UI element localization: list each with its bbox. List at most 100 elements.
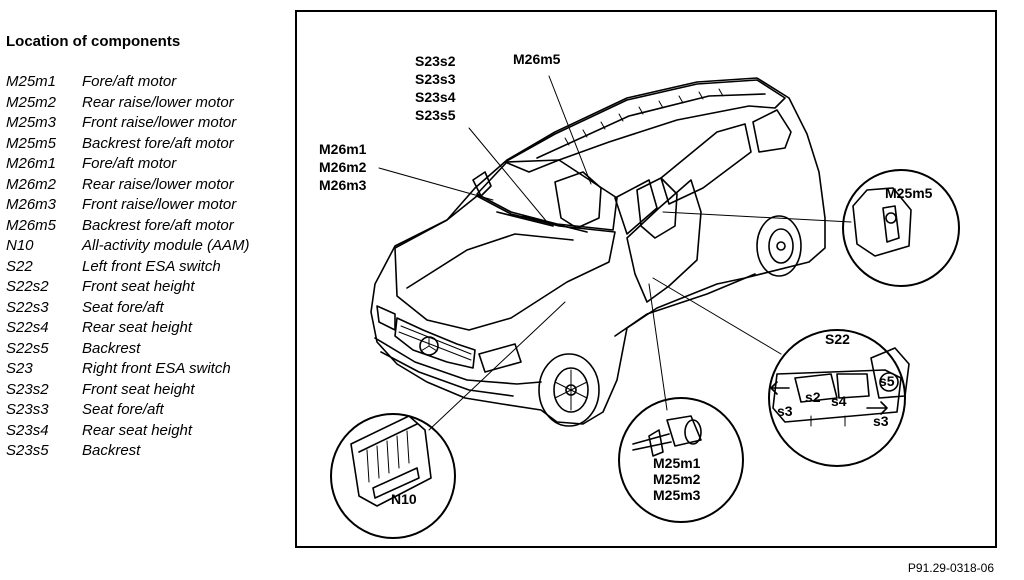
label-n10: N10 bbox=[391, 491, 417, 507]
legend-item: S22 Left front ESA switch bbox=[6, 257, 286, 278]
legend-title: Location of components bbox=[6, 33, 181, 50]
legend-item: S23s3 Seat fore/aft bbox=[6, 400, 286, 421]
legend-item-description: Rear seat height bbox=[82, 319, 193, 336]
legend-item-description: Rear raise/lower motor bbox=[82, 175, 234, 193]
label-m26m5: M26m5 bbox=[513, 51, 561, 67]
esa-switch-seat-rear bbox=[836, 373, 870, 399]
side-window-rear bbox=[660, 123, 752, 205]
label-m26m1: M26m1 bbox=[319, 141, 367, 157]
legend-item: M25m3 Front raise/lower motor bbox=[6, 113, 286, 134]
legend-item-description: Rear raise/lower motor bbox=[82, 93, 234, 111]
motor-shaft bbox=[632, 433, 672, 451]
label-m26m3: M26m3 bbox=[319, 177, 367, 193]
legend-item-code: S22s2 bbox=[6, 278, 49, 295]
label-switch-s4: s4 bbox=[831, 393, 847, 409]
legend-item-code: M25m2 bbox=[6, 93, 57, 111]
leader-line-m25 bbox=[648, 283, 668, 411]
headlight-right bbox=[478, 343, 522, 373]
esa-switch-s5-knob bbox=[879, 372, 899, 392]
motor-end-cap bbox=[684, 419, 702, 445]
label-s23s2: S23s2 bbox=[415, 53, 456, 69]
arrow-right-icon bbox=[866, 401, 888, 415]
legend-item-code: M26m5 bbox=[6, 216, 57, 234]
motor-mount bbox=[648, 429, 664, 457]
side-window-quarter bbox=[752, 109, 792, 153]
seat-driver bbox=[554, 171, 602, 229]
open-door bbox=[626, 179, 702, 303]
legend-item-description: Seat fore/aft bbox=[82, 401, 164, 418]
legend-item-code: N10 bbox=[6, 237, 34, 254]
leader-line-s23 bbox=[468, 127, 548, 223]
legend-item-code: S23s4 bbox=[6, 421, 49, 439]
seat-back-detail bbox=[852, 187, 912, 257]
rear-wheel-hub bbox=[776, 241, 786, 251]
esa-switch-backrest bbox=[870, 347, 910, 399]
label-m25m1: M25m1 bbox=[653, 455, 701, 471]
legend-item-description: Front raise/lower motor bbox=[82, 114, 237, 131]
inset-s22 bbox=[768, 329, 906, 467]
front-bumper bbox=[374, 337, 542, 385]
star-emblem-points bbox=[420, 336, 438, 352]
legend-item: S22s3 Seat fore/aft bbox=[6, 298, 286, 319]
legend-item-description: Backrest bbox=[82, 339, 141, 357]
legend-item-description: Seat fore/aft bbox=[82, 298, 164, 316]
legend-item-description: Backrest fore/aft motor bbox=[82, 134, 234, 152]
control-module-box bbox=[350, 415, 432, 507]
vehicle-diagram-frame: S23s2 S23s3 S23s4 S23s5 M26m5 M26m1 M26m… bbox=[295, 10, 997, 548]
legend-item-description: Left front ESA switch bbox=[82, 257, 221, 275]
label-switch-s2: s2 bbox=[805, 389, 821, 405]
headlight-left bbox=[376, 305, 396, 331]
seat-passenger bbox=[636, 177, 678, 239]
front-bumper-lower bbox=[380, 351, 514, 397]
leader-line-s22 bbox=[652, 277, 782, 355]
control-module-pins bbox=[366, 430, 410, 483]
figure-reference: P91.29-0318-06 bbox=[907, 561, 994, 575]
legend-item: S22s4 Rear seat height bbox=[6, 318, 286, 339]
legend-item-description: Backrest bbox=[82, 442, 141, 459]
label-s23s4: S23s4 bbox=[415, 89, 456, 105]
legend-item-code: S23s3 bbox=[6, 401, 49, 418]
label-s23s3: S23s3 bbox=[415, 71, 456, 87]
legend-item-description: Front seat height bbox=[82, 278, 195, 295]
windshield-wiper bbox=[496, 211, 588, 233]
motor-body bbox=[666, 415, 702, 447]
roof-rail bbox=[536, 93, 766, 159]
legend-item-code: S22 bbox=[6, 257, 33, 275]
hood-crease bbox=[406, 233, 574, 289]
label-s22: S22 bbox=[825, 331, 850, 347]
legend-item-description: All-activity module (AAM) bbox=[82, 237, 250, 254]
legend-item: M25m2 Rear raise/lower motor bbox=[6, 93, 286, 114]
hood bbox=[394, 195, 616, 331]
legend-item-code: M26m1 bbox=[6, 155, 57, 172]
label-switch-s5: s5 bbox=[879, 373, 895, 389]
legend-item-code: M25m5 bbox=[6, 134, 57, 152]
legend-item-description: Front raise/lower motor bbox=[82, 196, 237, 213]
inset-m25-motors bbox=[618, 397, 744, 523]
legend-item-code: S22s5 bbox=[6, 339, 49, 357]
legend-item-code: S22s3 bbox=[6, 298, 49, 316]
front-wheel-rim bbox=[553, 367, 589, 413]
legend-item: M26m2 Rear raise/lower motor bbox=[6, 175, 286, 196]
leader-line-m26m5 bbox=[548, 75, 592, 185]
control-module-connector bbox=[372, 467, 420, 499]
label-m25m3: M25m3 bbox=[653, 487, 701, 503]
side-mirror bbox=[472, 171, 492, 197]
legend-item-code: S22s4 bbox=[6, 319, 49, 336]
legend-item-description: Front seat height bbox=[82, 380, 195, 398]
legend-item-code: M26m2 bbox=[6, 175, 57, 193]
legend-item-description: Fore/aft motor bbox=[82, 155, 177, 172]
leader-line-m26 bbox=[378, 167, 494, 201]
arrow-up-down-icon bbox=[810, 415, 846, 427]
rocker-panel bbox=[614, 273, 756, 337]
legend-item: N10 All-activity module (AAM) bbox=[6, 236, 286, 257]
legend-item-code: M25m3 bbox=[6, 114, 57, 131]
legend-item-description: Right front ESA switch bbox=[82, 360, 231, 377]
label-s23s5: S23s5 bbox=[415, 107, 456, 123]
side-window-front bbox=[614, 179, 658, 235]
